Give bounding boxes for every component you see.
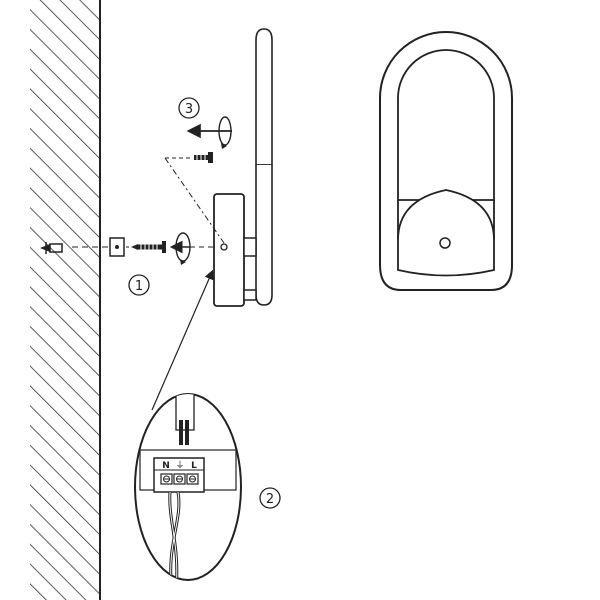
terminal-ground-label: ⏚ <box>175 460 184 471</box>
cable-wire <box>179 420 183 445</box>
cable-wire <box>185 420 189 445</box>
rotation-arrow-icon <box>186 116 232 149</box>
wall-anchor-icon <box>40 242 63 254</box>
wall <box>30 0 101 600</box>
wiring-detail: N ⏚ L <box>134 393 242 581</box>
step-2-label: 2 <box>259 487 281 509</box>
detail-leader-line <box>151 269 214 411</box>
screw-icon <box>131 241 166 253</box>
lamp-switch <box>439 237 451 249</box>
terminal-block-icon <box>153 457 205 493</box>
rotation-arrow-icon <box>169 232 215 265</box>
terminal-neutral-label: N <box>162 461 170 471</box>
step-3-number: 3 <box>185 102 193 117</box>
mounting-hole <box>220 243 228 251</box>
wall-hatch-icon <box>30 0 100 600</box>
screw-icon <box>194 152 213 163</box>
step-1-number: 1 <box>135 279 143 294</box>
step-2-number: 2 <box>266 492 274 507</box>
mounting-plate-square <box>109 237 125 257</box>
lamp-base-disc <box>397 189 495 277</box>
lamp-side-view <box>213 28 273 307</box>
alignment-line-step3 <box>164 157 225 244</box>
lamp-base-mount <box>213 193 245 307</box>
plate-hole <box>115 245 119 249</box>
step-3-label: 3 <box>178 97 200 119</box>
step-1-label: 1 <box>128 274 150 296</box>
terminal-live-label: L <box>191 461 197 471</box>
lamp-front-view <box>379 31 513 291</box>
